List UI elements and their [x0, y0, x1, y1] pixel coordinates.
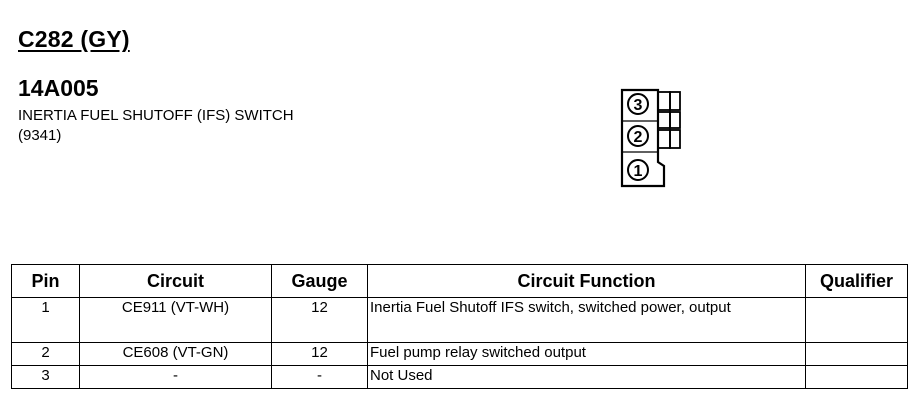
pin-1: 1	[627, 159, 649, 181]
pin-3: 3	[627, 93, 649, 115]
connector-body-outline	[620, 88, 666, 188]
cell-pin: 2	[11, 342, 80, 366]
cell-qualifier	[805, 297, 908, 343]
component-description: INERTIA FUEL SHUTOFF (IFS) SWITCH (9341)	[18, 106, 294, 146]
cell-qualifier	[805, 365, 908, 389]
connector-face-diagram: 3 2 1	[620, 88, 681, 188]
connector-id: C282 (GY)	[18, 26, 130, 52]
cell-function: Not Used	[367, 365, 806, 389]
table-header-row: Pin Circuit Gauge Circuit Function Quali…	[11, 264, 908, 298]
cell-gauge: 12	[271, 297, 368, 343]
pin-2: 2	[627, 125, 649, 147]
cell-circuit: CE911 (VT-WH)	[79, 297, 272, 343]
cell-gauge: -	[271, 365, 368, 389]
cell-pin: 1	[11, 297, 80, 343]
pin-2-label: 2	[634, 129, 643, 146]
pin-3-label: 3	[634, 97, 643, 114]
table-row: 1 CE911 (VT-WH) 12 Inertia Fuel Shutoff …	[11, 297, 908, 343]
cell-circuit: -	[79, 365, 272, 389]
pinout-table: Pin Circuit Gauge Circuit Function Quali…	[11, 264, 908, 389]
component-name: INERTIA FUEL SHUTOFF (IFS) SWITCH	[18, 107, 294, 124]
header-circuit-function: Circuit Function	[367, 264, 806, 298]
part-number: 14A005	[18, 75, 99, 101]
header-pin: Pin	[11, 264, 80, 298]
cell-circuit: CE608 (VT-GN)	[79, 342, 272, 366]
component-ref: (9341)	[18, 127, 62, 144]
pin-1-label: 1	[634, 163, 643, 180]
cell-gauge: 12	[271, 342, 368, 366]
cell-qualifier	[805, 342, 908, 366]
header-qualifier: Qualifier	[805, 264, 908, 298]
cell-function: Fuel pump relay switched output	[367, 342, 806, 366]
cell-function: Inertia Fuel Shutoff IFS switch, switche…	[367, 297, 806, 343]
header-gauge: Gauge	[271, 264, 368, 298]
table-row: 3 - - Not Used	[11, 365, 908, 389]
cell-pin: 3	[11, 365, 80, 389]
table-row: 2 CE608 (VT-GN) 12 Fuel pump relay switc…	[11, 342, 908, 366]
connector-latch	[657, 91, 681, 149]
header-circuit: Circuit	[79, 264, 272, 298]
